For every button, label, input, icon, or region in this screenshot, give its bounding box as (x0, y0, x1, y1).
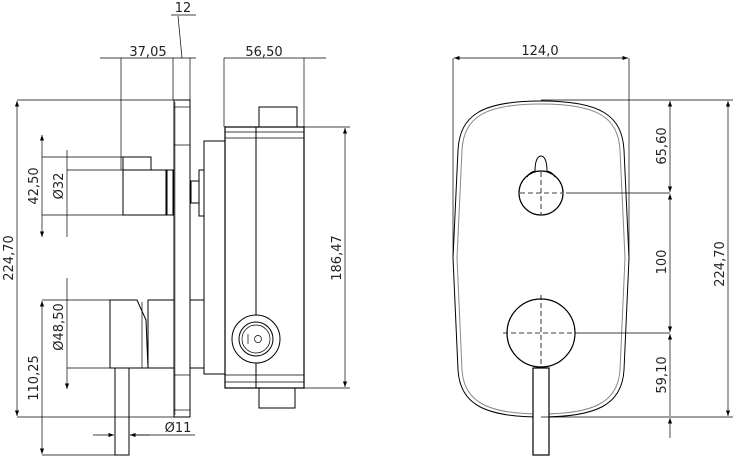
front-view: 124,0 65,60 100 59, (452, 44, 733, 456)
dim-upper-offset: 42,50 (27, 167, 42, 204)
dim-total-height-front: 224,70 (713, 241, 728, 287)
side-view: 12 37,05 56,50 (2, 1, 350, 456)
dim-upper-diameter: Ø32 (52, 173, 67, 200)
dim-box-height: 186,47 (330, 235, 345, 281)
wall-plate (173, 99, 191, 418)
dim-width: 124,0 (521, 44, 558, 59)
dim-top-to-upper: 65,60 (655, 127, 670, 164)
dim-projection: 37,05 (129, 45, 166, 60)
dim-lever-diameter: Ø11 (165, 421, 192, 436)
valve-body (224, 106, 305, 409)
dim-box-depth: 56,50 (245, 45, 282, 60)
dim-lower-to-bottom: 59,10 (655, 356, 670, 393)
upper-handle (122, 156, 174, 216)
dim-center-distance: 100 (655, 250, 670, 275)
dim-lower-diameter: Ø48,50 (52, 303, 67, 350)
dim-total-height-side: 224,70 (2, 235, 17, 281)
dim-lower-offset: 110,25 (27, 355, 42, 401)
mixer-handle (503, 295, 579, 456)
dim-plate-thickness: 12 (175, 1, 192, 16)
diverter-knob (518, 155, 564, 216)
